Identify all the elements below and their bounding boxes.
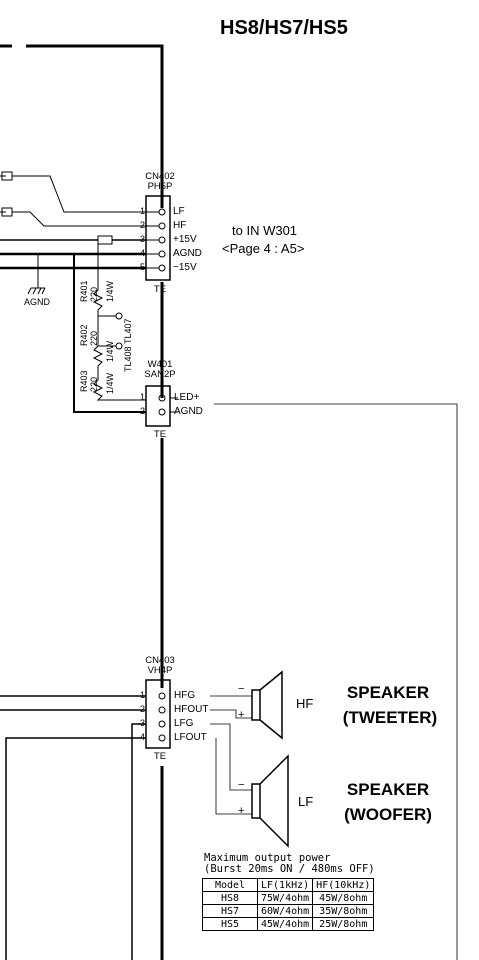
table-cell: 75W/4ohm xyxy=(256,891,314,905)
cn402-pin-label: HF xyxy=(173,220,187,231)
table-row: HS7 60W/4ohm 35W/8ohm xyxy=(202,904,375,918)
table-cell: HS7 xyxy=(202,904,258,918)
cn403-pin-no: 4 xyxy=(140,732,146,742)
r401-ref: R401 xyxy=(79,280,89,302)
w401-name: W401 xyxy=(147,359,173,370)
cn403-pin-label: LFOUT xyxy=(174,732,207,743)
r403-value: 220 xyxy=(89,376,99,392)
table-header-row: Model LF(1kHz) HF(10kHz) xyxy=(202,878,375,892)
cn403-pin-no: 3 xyxy=(140,718,146,728)
wire-agnd-led xyxy=(73,254,146,413)
tweeter-minus: − xyxy=(238,683,245,695)
table-cell: 35W/8ohm xyxy=(312,904,375,918)
wire-hf xyxy=(0,211,146,227)
table-header: LF(1kHz) xyxy=(256,878,314,892)
board-outline xyxy=(0,44,164,960)
agnd-label: AGND xyxy=(24,297,51,307)
model-title: HS8/HS7/HS5 xyxy=(220,17,348,39)
r401-value: 220 xyxy=(89,286,99,302)
cn403-body xyxy=(145,679,171,749)
w401-body xyxy=(145,385,171,427)
r401-power: 1/4W xyxy=(105,280,115,302)
r403-power: 1/4W xyxy=(105,372,115,394)
cn402-name: CN402 xyxy=(145,171,175,182)
w401-pin-no: 1 xyxy=(140,392,146,402)
cn403-pin-label: LFG xyxy=(174,718,194,729)
cn403-foot: TE xyxy=(153,751,167,762)
r402-ref: R402 xyxy=(79,324,89,346)
power-caption: Maximum output power (Burst 20ms ON / 48… xyxy=(204,853,375,875)
w401-foot: TE xyxy=(153,429,167,440)
w401-pin-label: LED+ xyxy=(174,392,200,403)
wire-lf xyxy=(0,175,146,213)
w401-pin-no: 2 xyxy=(140,406,146,416)
cn403-pin-label: HFG xyxy=(174,690,196,701)
woofer-plus: + xyxy=(238,805,245,817)
table-row: HS5 45W/4ohm 25W/8ohm xyxy=(202,917,375,931)
cn402-pin-no: 1 xyxy=(140,206,146,216)
woofer-title: SPEAKER xyxy=(346,780,430,799)
table-cell: 45W/4ohm xyxy=(256,917,314,931)
table-cell: 60W/4ohm xyxy=(256,904,314,918)
wire-lfout xyxy=(5,737,146,960)
cn402-body xyxy=(145,195,171,281)
tweeter-subtitle: (TWEETER) xyxy=(342,708,438,727)
cn402-foot: TE xyxy=(153,284,167,295)
cn403-pin-label: HFOUT xyxy=(174,704,209,715)
tl408-label: TL408 xyxy=(123,346,133,372)
table-header: Model xyxy=(202,878,258,892)
cn402-pin-label: LF xyxy=(173,206,185,217)
r402-power: 1/4W xyxy=(105,340,115,362)
w401-pin-label: AGND xyxy=(174,406,203,417)
tweeter-plus: + xyxy=(238,709,245,721)
cn402-pin-label: AGND xyxy=(173,248,202,259)
woofer-speaker xyxy=(251,754,289,848)
table-row: HS8 75W/4ohm 45W/8ohm xyxy=(202,891,375,905)
cn403-pin-no: 2 xyxy=(140,704,146,714)
wire-lfg xyxy=(131,723,146,960)
table-cell: 25W/8ohm xyxy=(312,917,375,931)
tweeter-speaker xyxy=(251,670,283,740)
cn402-pin-no: 5 xyxy=(140,262,146,272)
power-caption-line1: Maximum output power xyxy=(204,852,331,864)
woofer-subtitle: (WOOFER) xyxy=(344,805,432,824)
cn402-pin-no: 3 xyxy=(140,234,146,244)
woofer-minus: − xyxy=(238,779,245,791)
table-cell: HS5 xyxy=(202,917,258,931)
w401-type: SAN2P xyxy=(144,369,176,380)
cn402-destination-page: <Page 4 : A5> xyxy=(222,241,305,256)
cn402-pin-no: 2 xyxy=(140,220,146,230)
wire-led-out xyxy=(214,403,458,960)
table-cell: HS8 xyxy=(202,891,258,905)
cn402-pin-no: 4 xyxy=(140,248,146,258)
cn402-destination: to IN W301 xyxy=(232,223,298,238)
tl407-label: TL407 xyxy=(123,318,133,344)
r403-ref: R403 xyxy=(79,370,89,392)
cn402-type: PH5P xyxy=(147,181,173,192)
cn403-pin-no: 1 xyxy=(140,690,146,700)
table-cell: 45W/8ohm xyxy=(312,891,375,905)
r402-value: 220 xyxy=(89,330,99,346)
table-header: HF(10kHz) xyxy=(312,878,375,892)
power-caption-line2: (Burst 20ms ON / 480ms OFF) xyxy=(204,863,375,875)
tweeter-title: SPEAKER xyxy=(346,683,430,702)
cn403-type: VH4P xyxy=(147,665,173,676)
ground-symbol xyxy=(27,287,46,295)
cn402-pin-label: +15V xyxy=(173,234,197,245)
woofer-short-label: LF xyxy=(298,794,314,809)
cn402-pin-label: −15V xyxy=(173,262,197,273)
cn403-name: CN403 xyxy=(145,655,175,666)
power-table: Model LF(1kHz) HF(10kHz) HS8 75W/4ohm 45… xyxy=(202,878,375,931)
tweeter-short-label: HF xyxy=(296,696,314,711)
